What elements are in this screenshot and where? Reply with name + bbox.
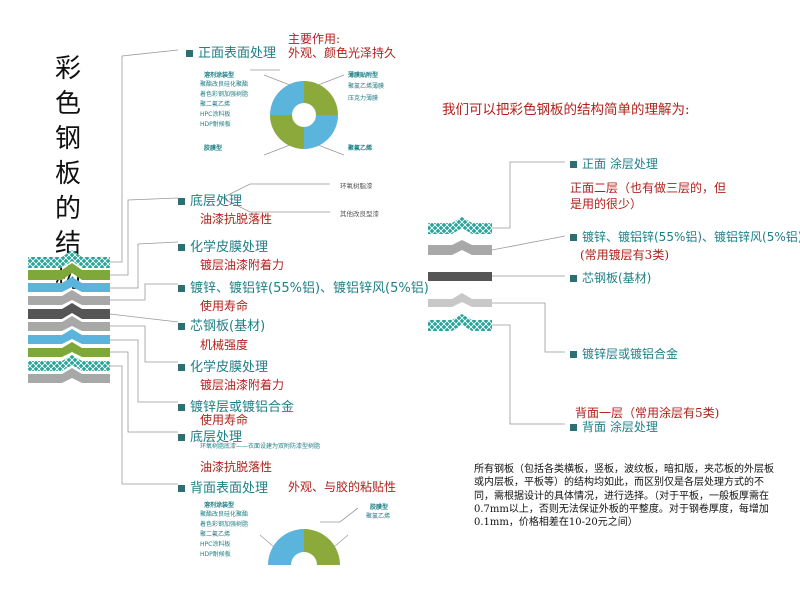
pie-bottom-right: 聚氟乙烯 [348,145,373,152]
primer2-desc: 油漆抗脱落性 [200,460,273,474]
core-desc: 机械强度 [200,338,249,352]
top-donut [263,74,345,156]
chem2-label: 化学皮膜处理 [178,356,268,375]
right-front-label: 正面 涂层处理 [570,155,658,172]
core-label: 芯钢板(基材) [178,315,265,334]
plating1-label: 镀锌、镀铝锌(55%铝)、镀铝锌风(5%铝) [178,277,429,296]
diagram-title: 彩 色 钢 板 的 结 构 [55,52,81,297]
right-heading: 我们可以把彩色钢板的结构简单的理解为: [442,102,690,118]
pie-left-item: HPC涂料板 [200,111,231,118]
bottom-pie-left-head: 溶剂涂装型 [204,502,235,509]
left-connectors [109,49,359,523]
primer-desc: 油漆抗脱落性 [200,212,273,226]
main-function-desc: 外观、颜色光泽持久 [288,46,397,60]
structure-note: 所有钢板（包括各类横板，竖板，波纹板，暗扣版，夹芯板的外层板或内层板，平板等）的… [474,464,774,529]
plating2-label: 镀锌层或镀铝合金 [178,396,294,415]
front-surface-label: 正面表面处理 [186,42,276,61]
back-surface-label: 背面表面处理 [178,477,268,496]
right-plating-desc: (常用镀层有3类) [580,248,669,262]
title-char: 钢 [55,124,82,154]
chem1-desc: 镀层油漆附着力 [200,258,285,272]
title-char: 色 [55,89,82,119]
pie-right-item: 聚氯乙烯薄膜 [348,83,385,90]
chem1-label: 化学皮膜处理 [178,236,268,255]
right-front-desc: 正面二层（也有做三层的，但是用的很少） [570,181,727,211]
primer-option-other: 其他改良型漆 [340,210,379,218]
right-layer-stack [428,217,492,331]
bottom-pie-left-item: HDP耐候板 [200,551,231,558]
pie-left-item: 着色彩钢加强树脂 [200,91,249,98]
bottom-pie-right-head: 胶膜型 [370,504,389,511]
plating1-desc: 使用寿命 [200,299,249,313]
bottom-donut [259,529,349,565]
pie-right-head: 薄膜贴附型 [348,72,379,79]
bottom-pie-left-item: 聚酯改良硅化聚酯 [200,511,249,518]
plating2-desc: 使用寿命 [200,413,249,427]
primer2-note: 环氧树脂底漆——衣面设建为双附防漆型树脂 [200,443,321,450]
title-char: 彩 [55,54,82,84]
pie-left-item: 聚酯改良硅化聚酯 [200,81,249,88]
main-function-title: 主要作用: [288,32,341,46]
right-core-label: 芯钢板(基材) [570,269,651,286]
primer-option-epoxy: 环氧树脂漆 [340,182,373,190]
bottom-pie-left-item: 着色彩钢加强树脂 [200,521,249,528]
right-plating2-label: 镀锌层或镀铝合金 [570,345,678,362]
primer2-label: 底层处理 [178,426,242,445]
right-plating-label: 镀锌、镀铝锌(55%铝)、镀铝锌风(5%铝) [570,228,800,245]
primer-label: 底层处理 [178,190,242,209]
pie-left-head: 溶剂涂装型 [204,72,235,79]
bottom-pie-left-item: HPC涂料板 [200,541,231,548]
back-surface-desc: 外观、与胶的粘贴性 [288,480,397,494]
pie-left-item: HDP耐候板 [200,121,231,128]
bottom-pie-right-item: 聚氯乙烯 [366,513,391,520]
left-layer-stack [28,250,110,383]
right-connectors [491,161,566,425]
pie-left-item: 聚二氟乙烯 [200,101,231,108]
title-char: 的 [55,194,82,224]
right-back-label: 背面 涂层处理 [570,418,658,435]
pie-bottom-left: 胶膜型 [204,145,223,152]
chem2-desc: 镀层油漆附着力 [200,378,285,392]
pie-right-item: 压克力薄膜 [348,95,379,102]
title-char: 板 [55,159,82,189]
right-back-desc: 背面一层（常用涂层有5类) [575,406,720,420]
bottom-pie-left-item: 聚二氟乙烯 [200,531,231,538]
